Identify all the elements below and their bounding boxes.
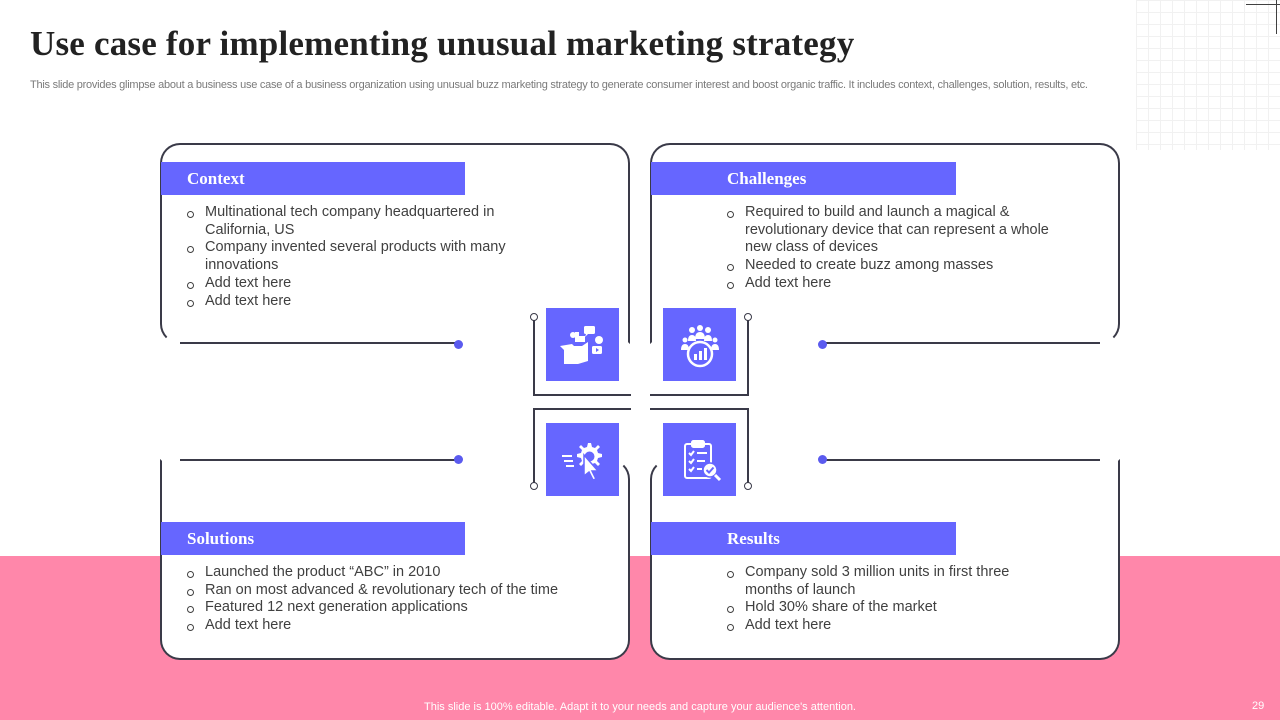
- bracket-line: [533, 408, 535, 486]
- audience-growth-icon: [680, 324, 719, 367]
- results-icon-box: [663, 423, 736, 496]
- list-item: Multinational tech company headquartered…: [186, 204, 506, 239]
- footer-note: This slide is 100% editable. Adapt it to…: [424, 701, 856, 713]
- list-item: Add text here: [726, 617, 1036, 635]
- bracket-line: [533, 408, 631, 410]
- list-item: Company invented several products with m…: [186, 239, 506, 274]
- grid-decoration: [1136, 0, 1280, 150]
- bracket-line: [533, 318, 535, 395]
- bracket-line: [650, 408, 749, 410]
- connector-ring: [530, 313, 538, 321]
- connector-ring: [744, 313, 752, 321]
- connector-ring: [530, 482, 538, 490]
- challenges-header: Challenges: [651, 162, 956, 195]
- solutions-header: Solutions: [161, 522, 465, 555]
- challenges-icon-box: [663, 308, 736, 381]
- solutions-top-edge: [180, 459, 458, 461]
- list-item: Needed to create buzz among masses: [726, 257, 1066, 275]
- connector-dot: [454, 340, 463, 349]
- results-header: Results: [651, 522, 956, 555]
- connector-dot: [818, 455, 827, 464]
- corner-line: [1276, 0, 1277, 34]
- page-subtitle: This slide provides glimpse about a busi…: [30, 79, 1088, 91]
- context-icon-box: [546, 308, 619, 381]
- bracket-line: [747, 408, 749, 486]
- list-item: Add text here: [186, 617, 606, 635]
- connector-ring: [744, 482, 752, 490]
- page-title: Use case for implementing unusual market…: [30, 24, 855, 63]
- list-item: Company sold 3 million units in first th…: [726, 564, 1036, 599]
- context-header: Context: [161, 162, 465, 195]
- connector-dot: [818, 340, 827, 349]
- list-item: Ran on most advanced & revolutionary tec…: [186, 582, 606, 600]
- list-item: Add text here: [186, 275, 506, 293]
- list-item: Add text here: [186, 293, 506, 311]
- list-item: Launched the product “ABC” in 2010: [186, 564, 606, 582]
- results-list: Company sold 3 million units in first th…: [726, 564, 1036, 635]
- bracket-line: [650, 394, 749, 396]
- page-number: 29: [1252, 700, 1265, 712]
- solutions-icon-box: [546, 423, 619, 496]
- marketing-channels-icon: [559, 325, 603, 364]
- solutions-list: Launched the product “ABC” in 2010 Ran o…: [186, 564, 606, 635]
- context-bottom-edge: [180, 342, 458, 344]
- gear-cursor-icon: [561, 442, 602, 481]
- clipboard-check-icon: [683, 439, 721, 481]
- list-item: Hold 30% share of the market: [726, 599, 1036, 617]
- list-item: Featured 12 next generation applications: [186, 599, 606, 617]
- context-list: Multinational tech company headquartered…: [186, 204, 506, 310]
- results-top-edge: [822, 459, 1100, 461]
- connector-dot: [454, 455, 463, 464]
- bracket-line: [533, 394, 631, 396]
- bracket-line: [747, 318, 749, 395]
- list-item: Add text here: [726, 275, 1066, 293]
- challenges-list: Required to build and launch a magical &…: [726, 204, 1066, 293]
- corner-line: [1246, 4, 1280, 5]
- list-item: Required to build and launch a magical &…: [726, 204, 1066, 257]
- challenges-bottom-edge: [822, 342, 1100, 344]
